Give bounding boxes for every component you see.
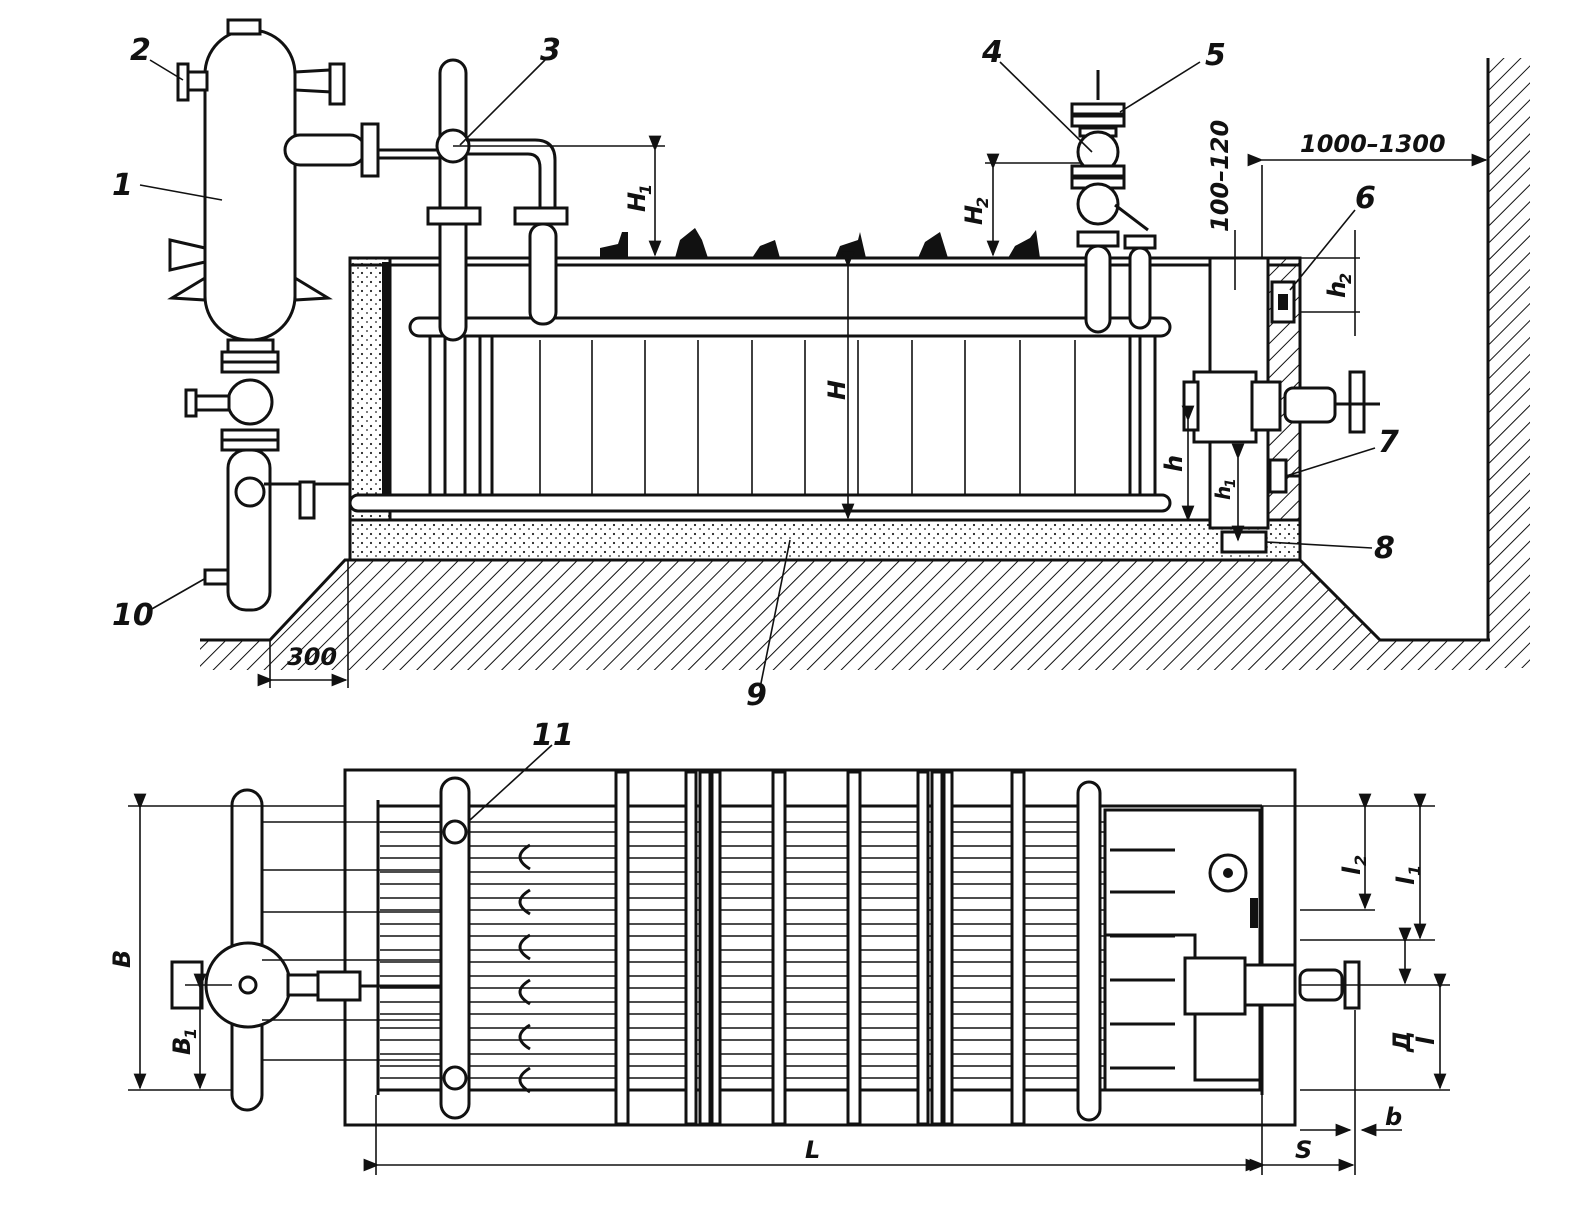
elevation-leaders [139,59,1376,689]
inlet-header [426,58,569,342]
dim-l2: l 2 [1338,855,1370,875]
callout-11: 11 [532,718,574,753]
svg-text:h: h [1323,281,1351,298]
svg-text:2: 2 [1351,855,1370,866]
svg-text:1: 1 [181,1028,200,1039]
dim-B: B [108,950,136,968]
dim-l1: l 1 [1392,865,1424,885]
svg-text:H: H [623,192,651,212]
cross-plates [614,770,1026,1126]
callout-8: 8 [1374,531,1395,566]
dim-b: b [1385,1103,1402,1131]
dim-h: h [1160,455,1188,472]
side-fittings [1182,280,1380,554]
plan-dimensions [128,744,1450,1175]
dim-H1: H 1 [623,184,655,212]
right-chamber-plan [1103,808,1361,1092]
callout-10: 10 [112,598,154,633]
tube-bundle [380,821,1255,1079]
dim-l: l [1412,1036,1440,1045]
svg-text:l: l [1338,866,1366,875]
dim-top-gap: 100–120 [1206,120,1234,232]
dim-wall-clearance: 1000–1300 [1300,130,1446,158]
dim-H2: H 2 [960,197,992,225]
outlet-manifold [1076,780,1102,1122]
dim-S: S [1295,1136,1312,1164]
svg-text:h: h [1211,486,1235,500]
svg-text:1: 1 [1405,865,1424,876]
separator-vessel [167,18,440,612]
svg-text:2: 2 [1336,273,1355,284]
ground-hatch [200,560,1490,670]
callout-4: 4 [981,35,1003,70]
separator-plan [170,788,441,1112]
svg-text:1: 1 [636,184,655,195]
elevation-view: 1 2 3 4 5 6 7 8 9 10 1000–1300 100–120 3… [112,18,1530,713]
elevation-dimensions [257,135,1488,688]
building-wall [1488,58,1530,668]
callout-1: 1 [112,168,133,203]
callout-7: 7 [1378,425,1399,460]
callout-2: 2 [130,33,151,68]
u-bends-left [518,843,531,1094]
dim-L: L [805,1136,820,1164]
dim-base-offset: 300 [287,643,337,671]
svg-text:B: B [168,1037,196,1055]
dim-delta: Д [1388,1031,1416,1053]
callout-5: 5 [1205,38,1226,73]
svg-text:1: 1 [1223,478,1239,488]
dim-h1: h 1 [1211,478,1239,500]
plan-view: 11 L S b B B 1 l 2 l 1 l Д [108,718,1450,1175]
outlet-valve [1070,70,1157,334]
base-slab [348,518,1302,562]
svg-text:l: l [1392,876,1420,885]
inlet-manifold [439,776,471,1120]
callout-3: 3 [540,33,561,68]
svg-text:H: H [960,205,988,225]
svg-text:2: 2 [973,197,992,208]
dim-h2: h 2 [1323,273,1355,298]
dim-B1: B 1 [168,1028,200,1055]
callout-6: 6 [1355,181,1376,216]
heat-exchange-plates [428,336,1157,495]
callout-9: 9 [746,678,767,713]
dim-H: H [823,380,851,400]
lid-handles [600,228,1040,258]
